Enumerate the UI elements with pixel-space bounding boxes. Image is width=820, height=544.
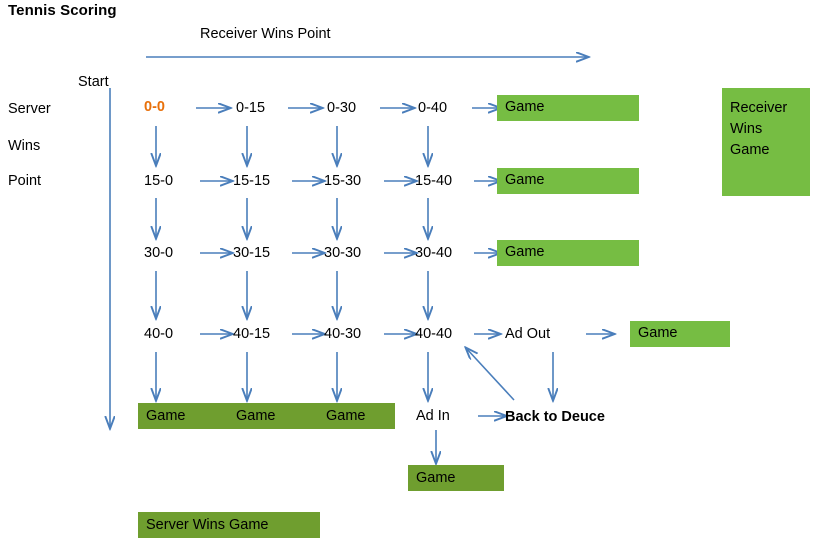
game-box-row-3: Game <box>497 240 639 266</box>
label-receiver-wins-point: Receiver Wins Point <box>200 26 331 42</box>
score-0-30: 0-30 <box>327 100 357 116</box>
game-box-ad-in: Game <box>408 465 504 491</box>
score-15-15: 15-15 <box>233 173 271 189</box>
game-box-ad-out: Game <box>630 321 730 347</box>
bottom-game-3: Game <box>326 408 366 424</box>
receiver-wins-game-box: Receiver Wins Game <box>722 88 810 196</box>
score-0-40: 0-40 <box>418 100 448 116</box>
score-30-30: 30-30 <box>324 245 362 261</box>
game-box-row-2-label: Game <box>505 172 545 189</box>
label-point: Point <box>8 173 42 189</box>
score-40-15: 40-15 <box>233 326 271 342</box>
label-server: Server <box>8 101 51 117</box>
score-30-40: 30-40 <box>415 245 453 261</box>
label-ad-in: Ad In <box>416 408 450 424</box>
score-40-40: 40-40 <box>415 326 453 342</box>
game-box-row-2: Game <box>497 168 639 194</box>
label-start: Start <box>78 74 109 90</box>
bottom-game-1: Game <box>146 408 186 424</box>
score-40-30: 40-30 <box>324 326 362 342</box>
score-15-30: 15-30 <box>324 173 362 189</box>
score-0-15: 0-15 <box>236 100 266 116</box>
score-15-0: 15-0 <box>144 173 174 189</box>
game-box-row-1: Game <box>497 95 639 121</box>
score-30-0: 30-0 <box>144 245 174 261</box>
bottom-game-2: Game <box>236 408 276 424</box>
server-wins-game-label: Server Wins Game <box>146 517 269 533</box>
game-box-ad-in-label: Game <box>416 470 456 486</box>
game-box-ad-out-label: Game <box>638 325 678 342</box>
score-30-15: 30-15 <box>233 245 271 261</box>
receiver-wins-game-label: Receiver Wins Game <box>730 100 788 159</box>
score-15-40: 15-40 <box>415 173 453 189</box>
label-wins: Wins <box>8 138 41 154</box>
page-title: Tennis Scoring <box>8 2 117 19</box>
score-40-0: 40-0 <box>144 326 174 342</box>
server-game-row: Game Game Game <box>138 403 395 429</box>
server-wins-game-box: Server Wins Game <box>138 512 320 538</box>
label-back-to-deuce: Back to Deuce <box>505 409 605 425</box>
label-ad-out: Ad Out <box>505 326 551 342</box>
score-0-0: 0-0 <box>144 99 165 115</box>
game-box-row-1-label: Game <box>505 99 545 116</box>
game-box-row-3-label: Game <box>505 244 545 261</box>
